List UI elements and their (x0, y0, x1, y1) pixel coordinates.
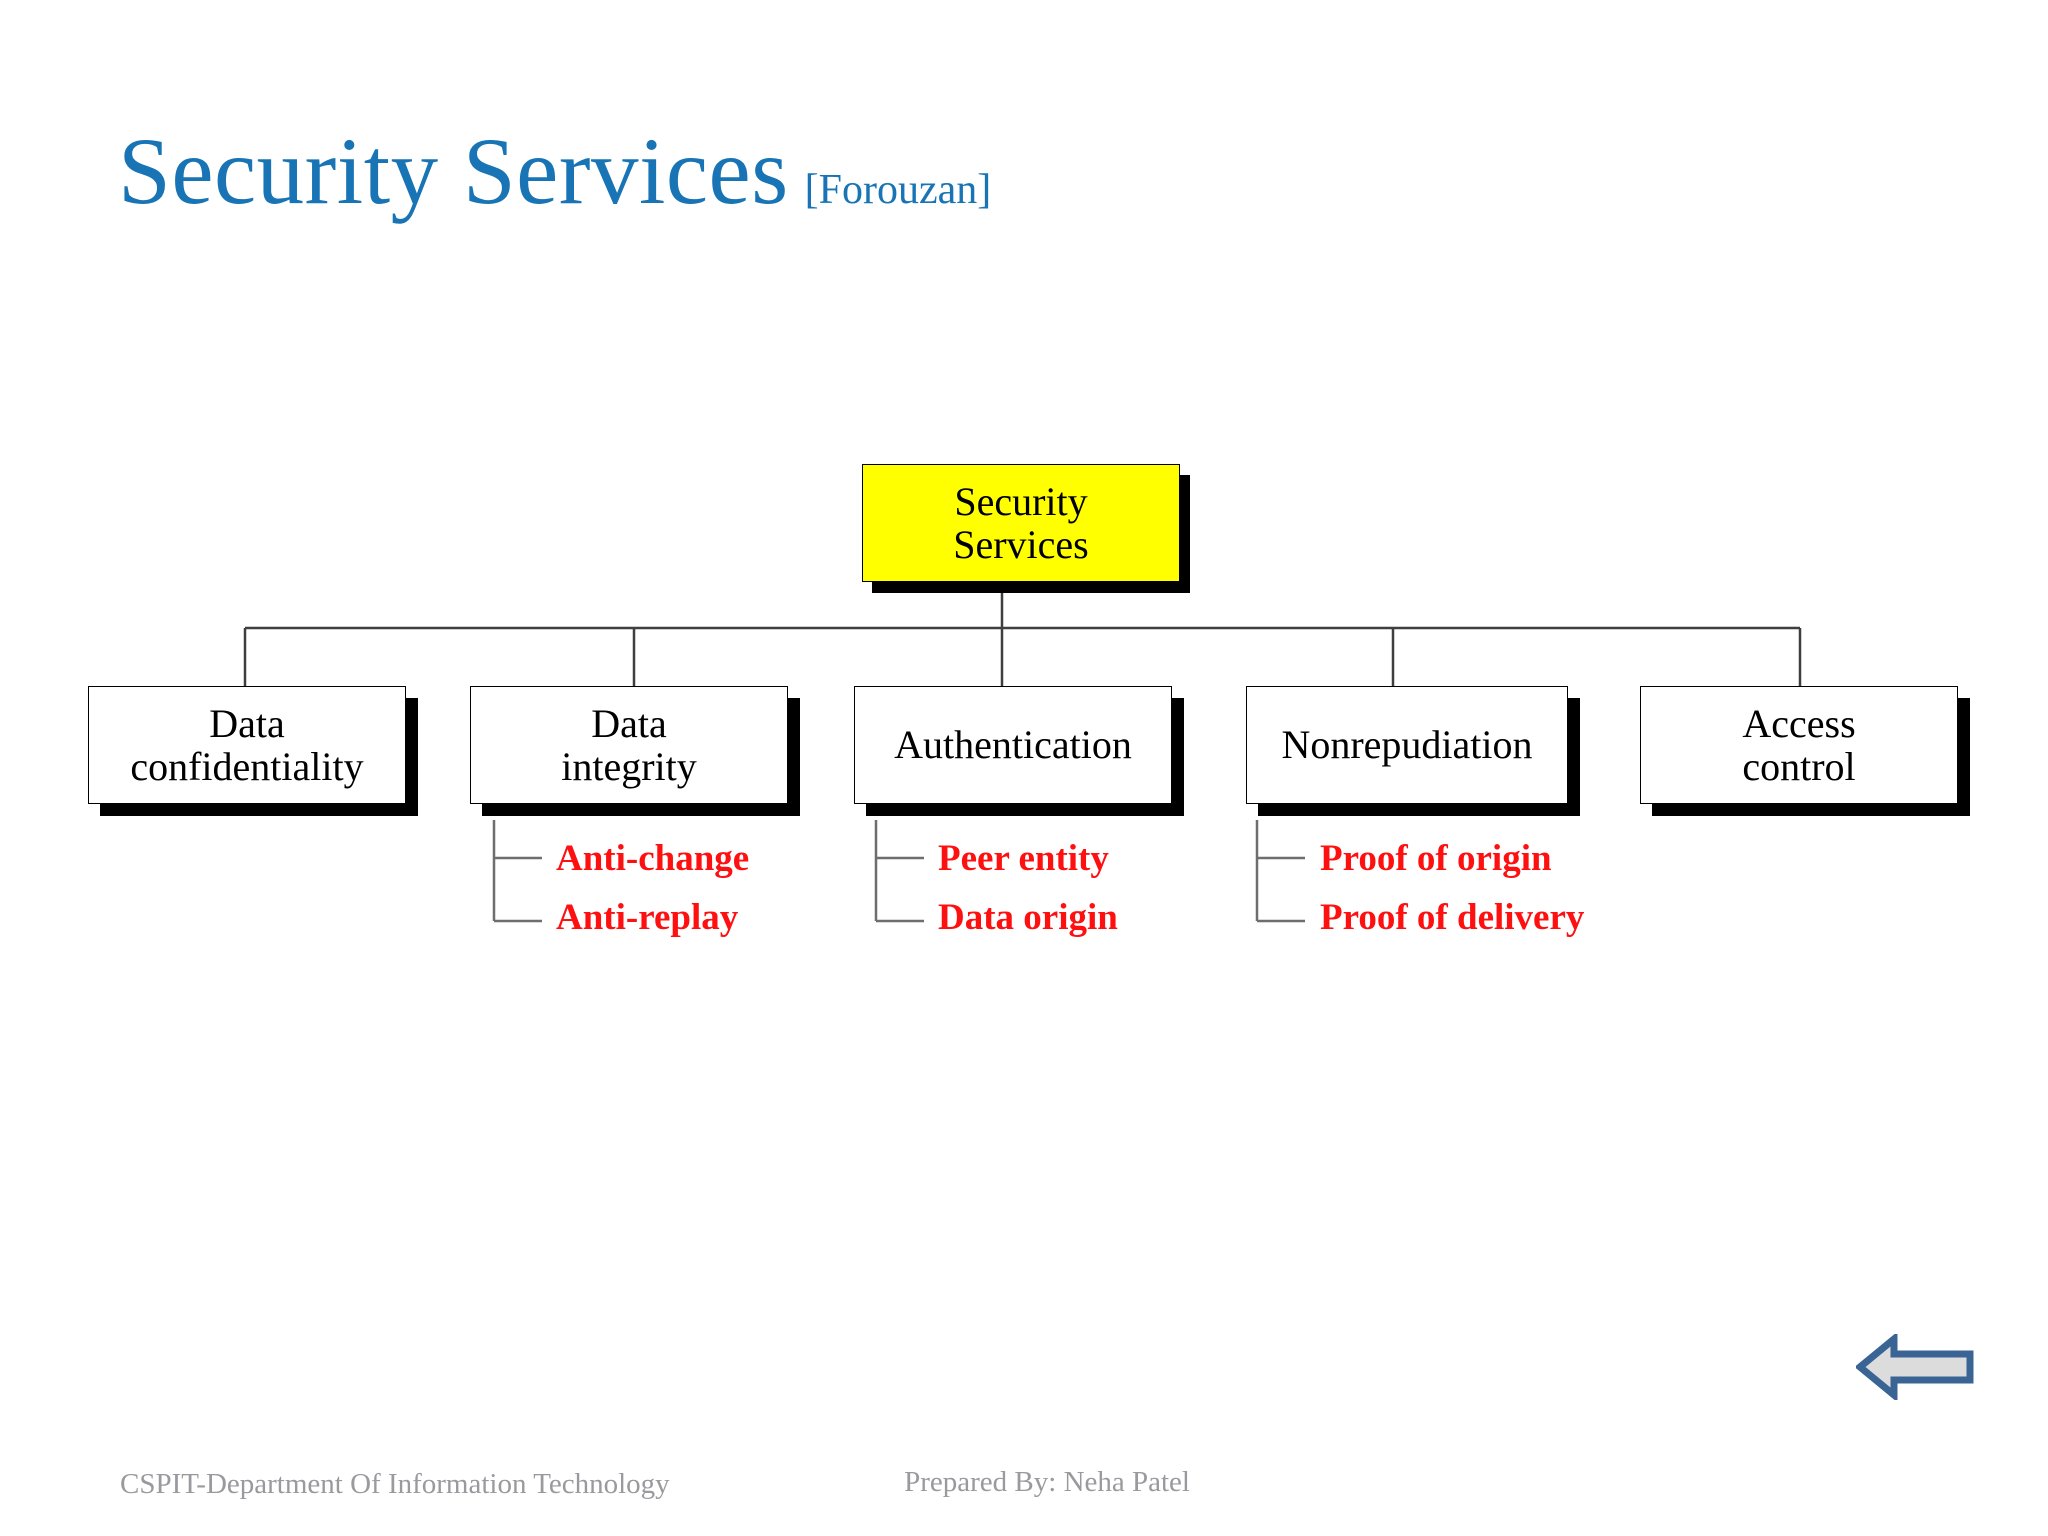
arrow-left-icon (1854, 1331, 1974, 1403)
node-authentication[interactable]: Authentication (854, 686, 1172, 804)
node-label-line2: control (1742, 744, 1856, 789)
root-label-line1: Security (954, 478, 1088, 524)
node-security-services[interactable]: Security Services (862, 464, 1180, 582)
title-annotation: [Forouzan] (804, 167, 992, 213)
sub-item-peer-entity: Peer entity (938, 838, 1109, 879)
node-data-confidentiality[interactable]: Data confidentiality (88, 686, 406, 804)
footer-author-label: Prepared By: Neha Patel (904, 1466, 1190, 1498)
sub-item-proof-of-delivery: Proof of delivery (1320, 897, 1585, 938)
sub-item-anti-replay: Anti-replay (556, 897, 739, 938)
footer-department-label: CSPIT-Department Of Information Technolo… (120, 1468, 670, 1500)
node-access-control[interactable]: Access control (1640, 686, 1958, 804)
page-title: Security Services[Forouzan] (118, 124, 991, 219)
node-label-line1: Data (209, 700, 285, 746)
title-text: Security Services (118, 118, 789, 224)
node-data-integrity[interactable]: Data integrity (470, 686, 788, 804)
node-label-line1: Authentication (894, 722, 1132, 768)
node-label-line2: integrity (561, 744, 697, 789)
node-nonrepudiation[interactable]: Nonrepudiation (1246, 686, 1568, 804)
node-label-line1: Nonrepudiation (1281, 722, 1533, 768)
node-label-line2: confidentiality (130, 744, 364, 789)
node-label-line1: Data (591, 700, 667, 746)
back-navigation-button[interactable] (1854, 1331, 1974, 1403)
root-label-line2: Services (953, 522, 1089, 567)
sub-item-anti-change: Anti-change (556, 838, 750, 879)
node-label-line1: Access (1742, 700, 1856, 746)
sub-item-proof-of-origin: Proof of origin (1320, 838, 1552, 879)
sub-item-data-origin: Data origin (938, 897, 1118, 938)
